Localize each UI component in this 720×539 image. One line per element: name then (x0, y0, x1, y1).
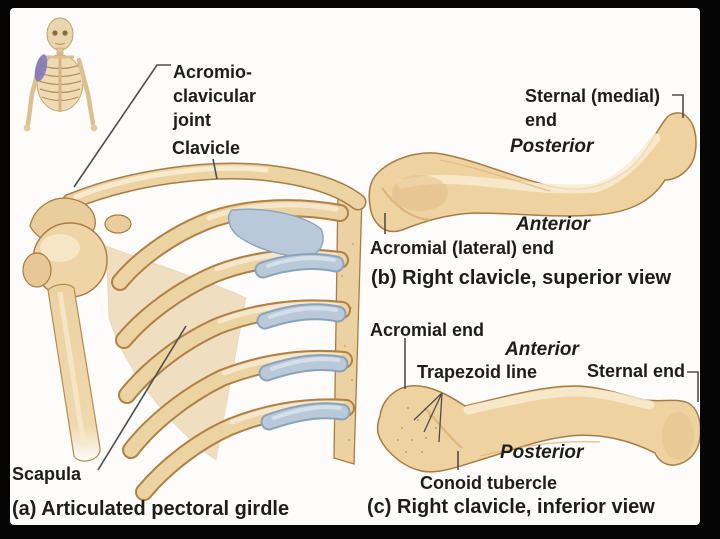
leader-lines (73, 64, 699, 471)
clavicle-bone (61, 162, 367, 211)
leader-trapezoid-line (413, 392, 443, 443)
coracoid-process (104, 214, 132, 234)
leader-sternal-end (687, 371, 699, 402)
leader-scapula (97, 325, 187, 471)
skeleton-inset-illustration (23, 17, 98, 132)
skull-eye-left (52, 30, 58, 36)
label-anterior-inferior-view: Anterior (505, 339, 579, 360)
caption-panel-c: (c) Right clavicle, inferior view (367, 496, 655, 518)
label-acromioclavicular-joint: Acromio- clavicular joint (173, 62, 257, 130)
label-sternal-medial-end: Sternal (medial) end (525, 86, 661, 130)
label-conoid-tubercle: Conoid tubercle (420, 473, 558, 493)
label-posterior-superior-view: Posterior (510, 136, 594, 157)
clavicle-inferior-view-bone (376, 385, 700, 473)
label-clavicle: Clavicle (172, 138, 241, 158)
humerus-bone (22, 222, 108, 462)
label-scapula: Scapula (12, 464, 82, 484)
content-area: Acromio- clavicular joint Clavicle Scapu… (10, 8, 700, 525)
leader-clavicle (212, 158, 218, 180)
sternum-bone (333, 189, 363, 465)
label-posterior-inferior-view: Posterior (500, 442, 584, 463)
label-anterior-superior-view: Anterior (516, 214, 590, 235)
anatomy-artwork (22, 17, 700, 501)
leader-acromioclavicular (73, 64, 171, 188)
costal-cartilage (227, 208, 351, 431)
clavicle-superior-view-bone (368, 112, 697, 233)
pectoral-girdle-highlight (34, 54, 48, 82)
label-acromial-end: Acromial end (370, 320, 485, 340)
label-acromial-lateral-end: Acromial (lateral) end (370, 238, 555, 258)
caption-panel-b: (b) Right clavicle, superior view (371, 267, 672, 289)
acromial-end-stipple (397, 407, 437, 453)
panel-a-illustration (22, 162, 367, 501)
label-sternal-end: Sternal end (587, 361, 686, 381)
label-trapezoid-line: Trapezoid line (417, 362, 538, 382)
skull-eye-right (62, 30, 68, 36)
leader-sternal-medial-end (672, 94, 684, 118)
caption-panel-a: (a) Articulated pectoral girdle (12, 498, 290, 520)
